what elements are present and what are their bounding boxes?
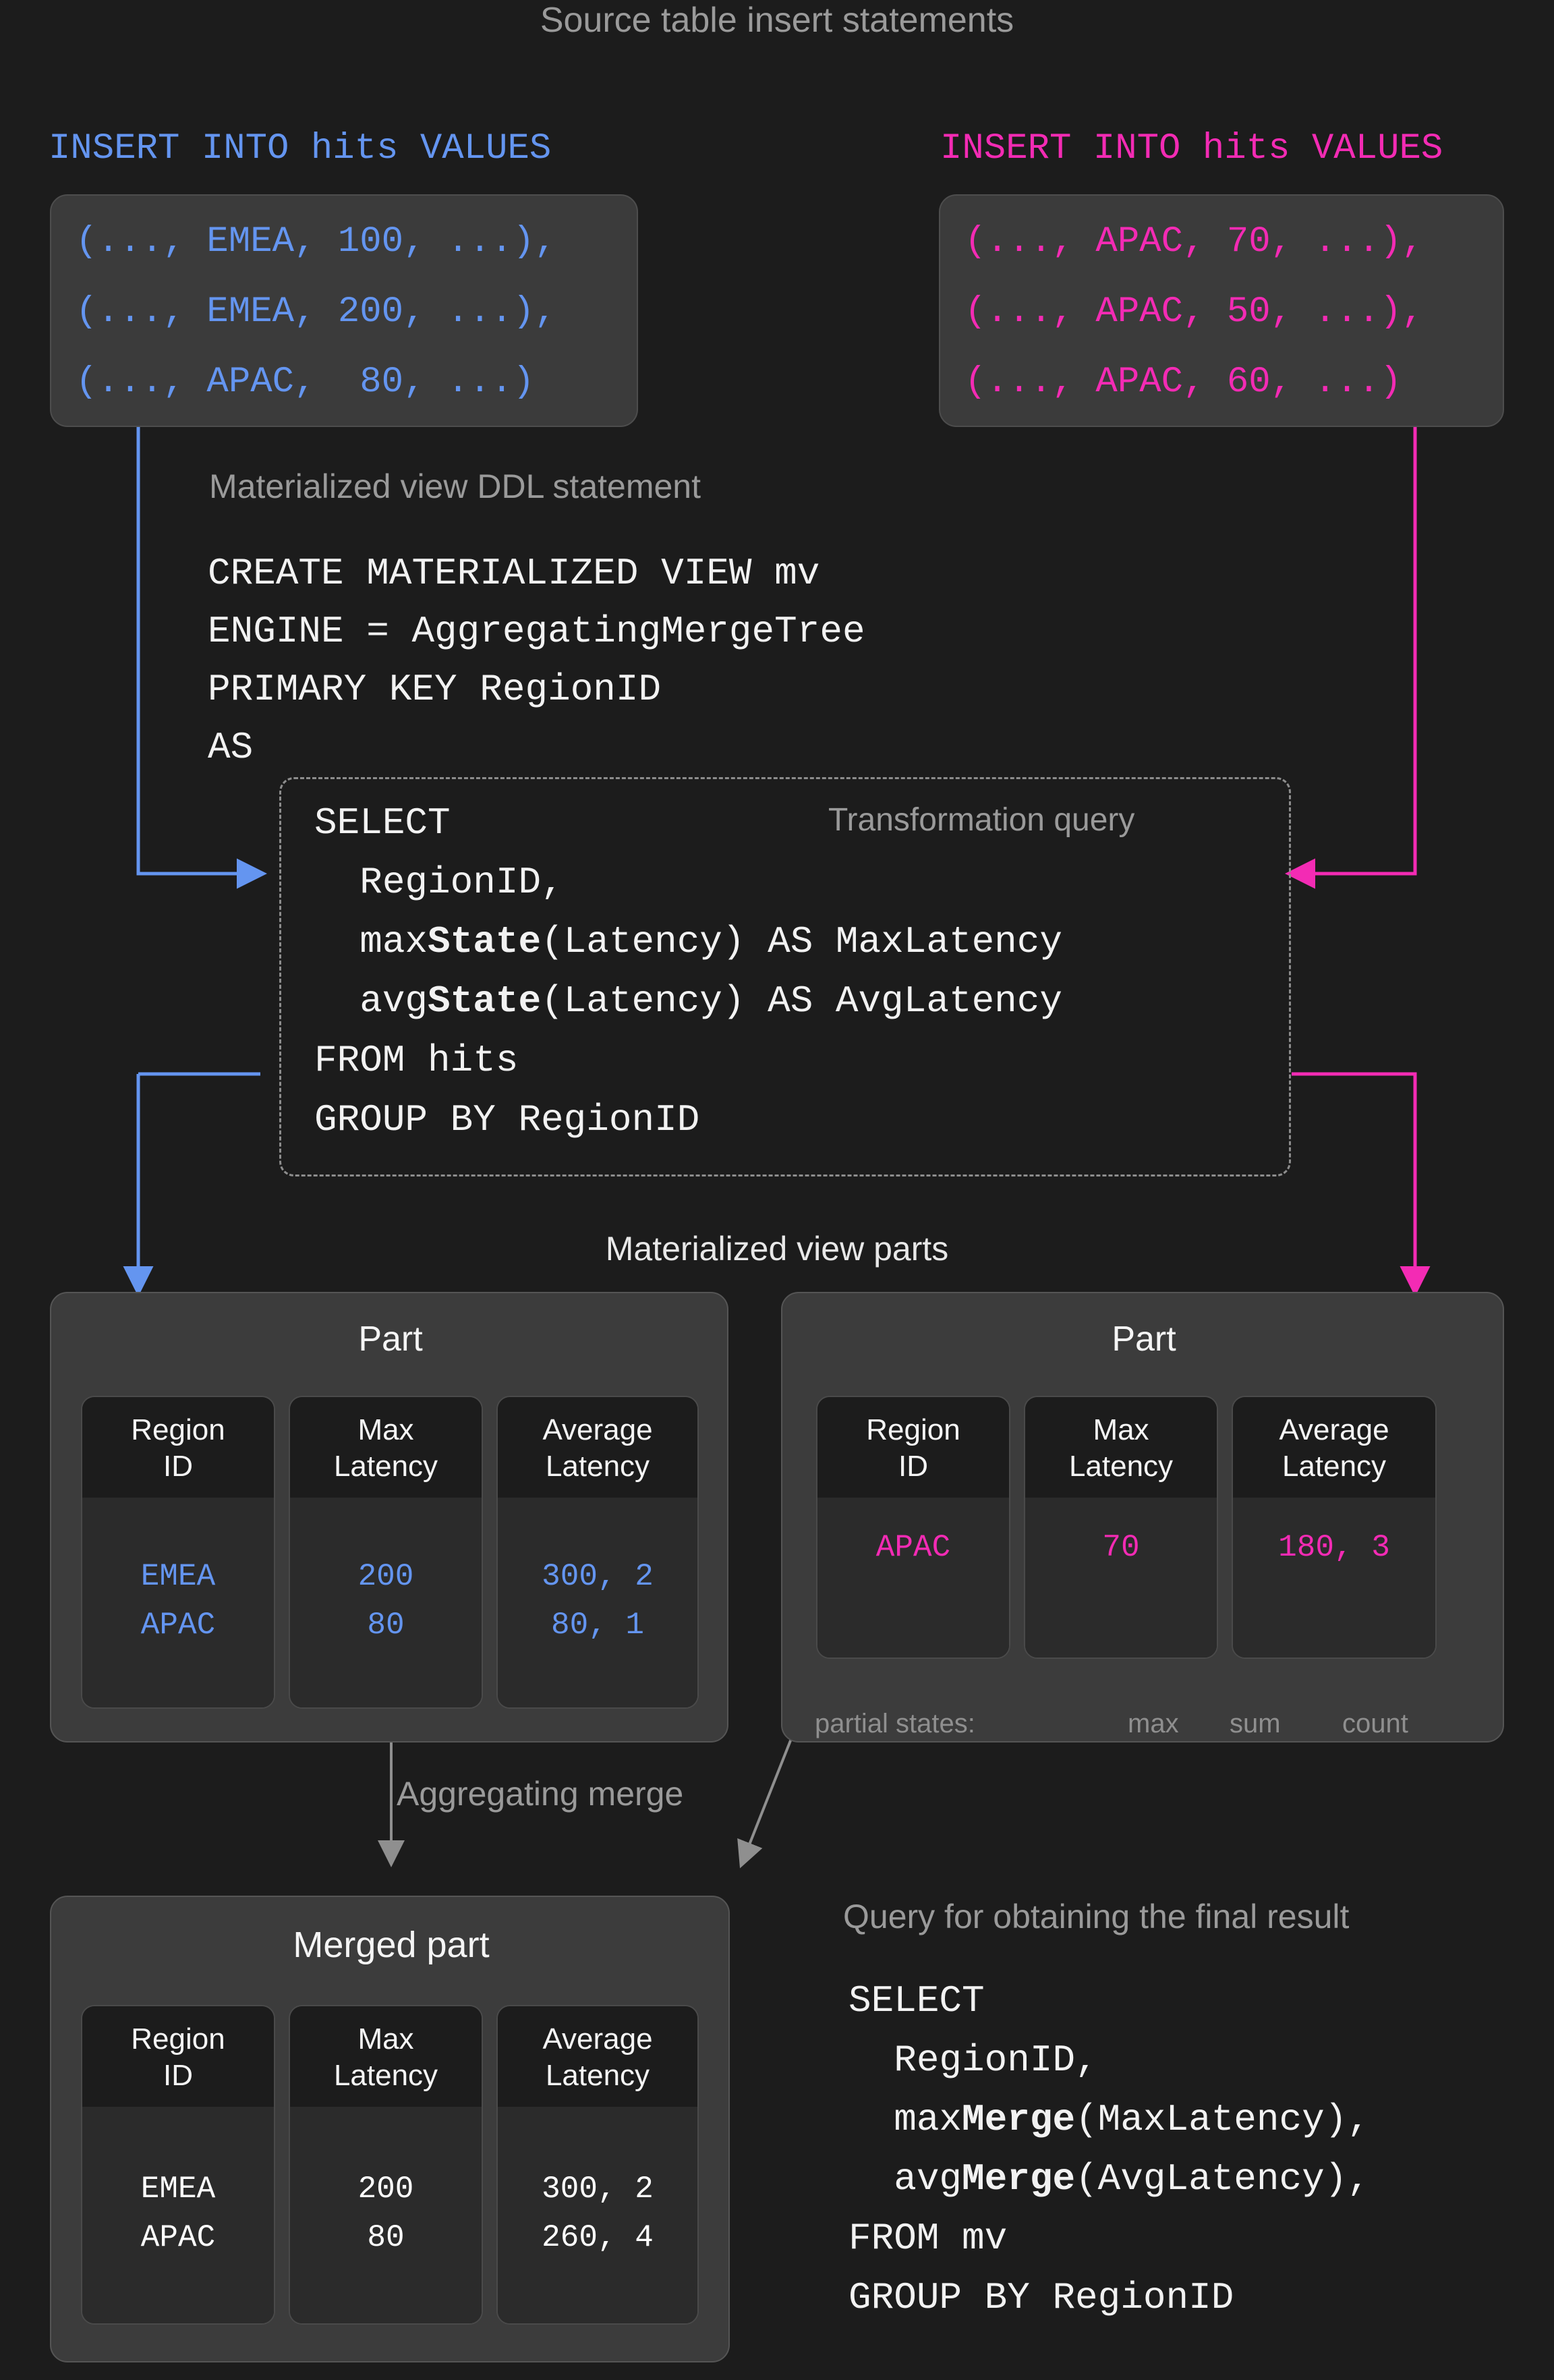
materialized-view-part-2: Part Region ID APAC Max Latency 70 Avera… xyxy=(781,1292,1504,1743)
column-header: Region ID xyxy=(82,1397,274,1498)
cell-value: 80, 1 xyxy=(550,1607,645,1643)
ddl-line: AS xyxy=(208,726,254,769)
column-average-latency: Average Latency 300, 2 260, 4 xyxy=(496,2005,699,2325)
fq-max-suffix: (MaxLatency), xyxy=(1075,2098,1370,2141)
arrow-query-to-part2 xyxy=(1292,1072,1431,1297)
fq-line-from: FROM mv xyxy=(848,2217,1008,2260)
tq-line-select: SELECT xyxy=(314,801,451,845)
fq-max-prefix: max xyxy=(848,2098,962,2141)
column-average-latency: Average Latency 180, 3 xyxy=(1232,1396,1437,1659)
tq-avg-prefix: avg xyxy=(314,980,428,1023)
partial-state-max: max xyxy=(1128,1709,1179,1738)
tq-line-regionid: RegionID, xyxy=(314,861,564,904)
fq-line-maxmerge: maxMerge(MaxLatency), xyxy=(848,2101,1370,2138)
tq-max-state: State xyxy=(428,920,542,963)
fq-line-regionid: RegionID, xyxy=(848,2039,1098,2082)
tq-line-from: FROM hits xyxy=(314,1039,519,1082)
cell-value: 80 xyxy=(367,1607,405,1643)
fq-line-group: GROUP BY RegionID xyxy=(848,2276,1234,2319)
cell-value: 300, 2 xyxy=(542,1559,654,1595)
ddl-line: PRIMARY KEY RegionID xyxy=(208,668,662,711)
materialized-view-part-1: Part Region ID EMEA APAC Max Latency 200… xyxy=(50,1292,728,1743)
column-header: Max Latency xyxy=(290,1397,482,1498)
column-header: Average Latency xyxy=(498,2006,697,2107)
ddl-line: CREATE MATERIALIZED VIEW mv xyxy=(208,552,820,595)
cell-value: 200 xyxy=(357,1559,414,1595)
aggregating-merge-label: Aggregating merge xyxy=(397,1775,684,1813)
cell-value: APAC xyxy=(875,1530,951,1566)
tq-max-prefix: max xyxy=(314,920,428,963)
ddl-caption: Materialized view DDL statement xyxy=(209,468,701,505)
insert-row: (..., APAC, 80, ...) xyxy=(76,362,535,403)
parts-section-title: Materialized view parts xyxy=(605,1230,949,1268)
insert-row: (..., EMEA, 100, ...), xyxy=(76,221,556,262)
tq-line-group: GROUP BY RegionID xyxy=(314,1098,700,1141)
column-max-latency: Max Latency 200 80 xyxy=(289,1396,483,1709)
column-header: Region ID xyxy=(817,1397,1009,1498)
fq-avg-prefix: avg xyxy=(848,2157,962,2201)
cell-value: APAC xyxy=(140,2219,216,2255)
arrow-part2-to-merged xyxy=(737,1726,797,1869)
ddl-line: ENGINE = AggregatingMergeTree xyxy=(208,610,865,653)
cell-value: 260, 4 xyxy=(542,2219,654,2255)
column-region-id: Region ID EMEA APAC xyxy=(81,2005,275,2325)
column-max-latency: Max Latency 70 xyxy=(1024,1396,1218,1659)
column-average-latency: Average Latency 300, 2 80, 1 xyxy=(496,1396,699,1709)
fq-line-select: SELECT xyxy=(848,1979,985,2022)
arrow-insert1-to-query xyxy=(136,426,267,889)
insert-statement-header-2: INSERT INTO hits VALUES xyxy=(940,128,1443,169)
cell-value: EMEA xyxy=(140,2172,216,2207)
insert-statement-header-1: INSERT INTO hits VALUES xyxy=(49,128,552,169)
insert-values-box-2: (..., APAC, 70, ...), (..., APAC, 50, ..… xyxy=(939,194,1504,427)
partial-state-sum: sum xyxy=(1230,1709,1281,1738)
column-header: Region ID xyxy=(82,2006,274,2107)
arrow-insert2-to-query xyxy=(1285,426,1417,889)
fq-avg-suffix: (AvgLatency), xyxy=(1075,2157,1370,2201)
cell-value: 70 xyxy=(1102,1530,1140,1566)
fq-line-avgmerge: avgMerge(AvgLatency), xyxy=(848,2160,1370,2198)
insert-row: (..., APAC, 60, ...) xyxy=(965,362,1402,403)
transformation-query-caption: Transformation query xyxy=(828,802,1135,838)
cell-value: APAC xyxy=(140,1607,216,1643)
transformation-query-box xyxy=(279,777,1291,1177)
tq-avg-state: State xyxy=(428,980,542,1023)
cell-value: 200 xyxy=(357,2172,414,2207)
insert-row: (..., APAC, 50, ...), xyxy=(965,291,1424,333)
insert-row: (..., APAC, 70, ...), xyxy=(965,221,1424,262)
cell-value: 180, 3 xyxy=(1278,1530,1390,1566)
insert-row: (..., EMEA, 200, ...), xyxy=(76,291,556,333)
final-query-caption: Query for obtaining the final result xyxy=(843,1898,1350,1935)
tq-avg-suffix: (Latency) AS AvgLatency xyxy=(541,980,1062,1023)
column-region-id: Region ID APAC xyxy=(816,1396,1010,1659)
tq-line-maxstate: maxState(Latency) AS MaxLatency xyxy=(314,923,1062,961)
part-title: Part xyxy=(358,1320,423,1359)
column-header: Max Latency xyxy=(290,2006,482,2107)
column-region-id: Region ID EMEA APAC xyxy=(81,1396,275,1709)
part-title: Part xyxy=(1112,1320,1176,1359)
merged-part-title: Merged part xyxy=(293,1925,490,1965)
column-max-latency: Max Latency 200 80 xyxy=(289,2005,483,2325)
tq-line-avgstate: avgState(Latency) AS AvgLatency xyxy=(314,982,1062,1020)
partial-state-count: count xyxy=(1342,1709,1408,1738)
insert-values-box-1: (..., EMEA, 100, ...), (..., EMEA, 200, … xyxy=(50,194,638,427)
fq-avg-merge: Merge xyxy=(962,2157,1076,2201)
column-header: Average Latency xyxy=(1233,1397,1435,1498)
merged-part-box: Merged part Region ID EMEA APAC Max Late… xyxy=(50,1896,730,2362)
tq-max-suffix: (Latency) AS MaxLatency xyxy=(541,920,1062,963)
column-header: Average Latency xyxy=(498,1397,697,1498)
cell-value: EMEA xyxy=(140,1559,216,1595)
column-header: Max Latency xyxy=(1025,1397,1217,1498)
partial-states-label: partial states: xyxy=(815,1709,975,1738)
cell-value: 300, 2 xyxy=(542,2172,654,2207)
page-title: Source table insert statements xyxy=(540,1,1014,40)
cell-value: 80 xyxy=(367,2219,405,2255)
fq-max-merge: Merge xyxy=(962,2098,1076,2141)
